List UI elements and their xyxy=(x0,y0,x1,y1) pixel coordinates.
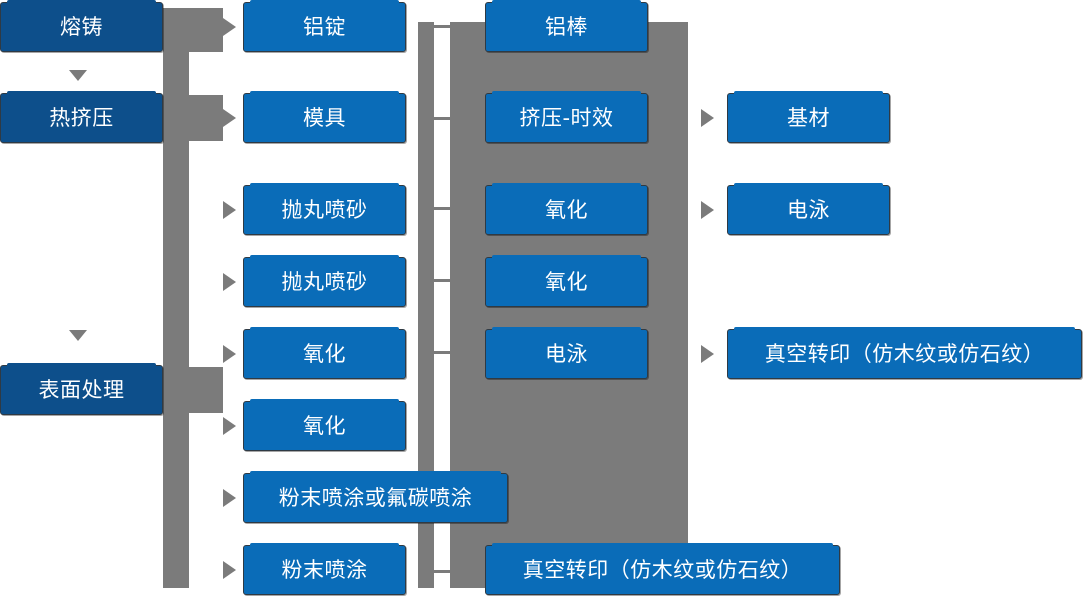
node-cap xyxy=(250,91,399,95)
tick-c3n3 xyxy=(434,207,450,210)
node-vacuum-transfer-col3[interactable]: 真空转印（仿木纹或仿石纹） xyxy=(485,543,840,595)
node-mould[interactable]: 模具 xyxy=(243,91,406,143)
node-cap xyxy=(7,0,156,4)
node-cap xyxy=(492,91,641,95)
arrow-to-c2n7 xyxy=(223,489,236,507)
node-cap xyxy=(492,255,641,259)
tick-c3n6 xyxy=(434,570,450,573)
node-label: 氧化 xyxy=(303,341,346,366)
node-label: 电泳 xyxy=(787,197,830,222)
arrow-to-c4n3 xyxy=(701,345,714,363)
arrow-to-c2n4 xyxy=(223,273,236,291)
connector-col1-node1-to-spine xyxy=(163,8,223,52)
arrow-to-c4n2 xyxy=(701,201,714,219)
node-cap xyxy=(492,0,641,4)
arrow-to-c2n3 xyxy=(223,201,236,219)
node-powder-or-fluorocarbon-coating[interactable]: 粉末喷涂或氟碳喷涂 xyxy=(243,471,508,523)
node-cap xyxy=(492,543,833,547)
arrow-down-melting-to-extrusion xyxy=(69,70,87,81)
node-cap xyxy=(492,327,641,331)
node-cap xyxy=(250,255,399,259)
node-oxidation-col3-1[interactable]: 氧化 xyxy=(485,183,648,235)
connector-col1-node3-to-spine xyxy=(163,367,223,413)
node-label: 挤压-时效 xyxy=(519,105,614,130)
node-aluminium-bar[interactable]: 铝棒 xyxy=(485,0,648,52)
arrow-to-c2n6 xyxy=(223,417,236,435)
connector-mid-rail-left xyxy=(418,22,434,588)
node-electrophoresis-col4[interactable]: 电泳 xyxy=(727,183,890,235)
arrow-to-c2n5 xyxy=(223,345,236,363)
node-base-material[interactable]: 基材 xyxy=(727,91,890,143)
arrow-down-extrusion-to-surface xyxy=(69,330,87,341)
node-label: 氧化 xyxy=(545,269,588,294)
node-cap xyxy=(7,363,156,367)
node-oxidation-col2-1[interactable]: 氧化 xyxy=(243,327,406,379)
node-label: 真空转印（仿木纹或仿石纹） xyxy=(522,557,803,582)
node-label: 电泳 xyxy=(545,341,588,366)
arrow-to-c2n8 xyxy=(223,561,236,579)
node-cap xyxy=(492,183,641,187)
tick-c3n2 xyxy=(434,117,450,120)
node-label: 基材 xyxy=(787,105,830,130)
arrow-to-c2n1 xyxy=(223,18,236,36)
node-cap xyxy=(250,327,399,331)
node-hot-extrusion[interactable]: 热挤压 xyxy=(0,91,163,143)
node-surface-treatment[interactable]: 表面处理 xyxy=(0,363,163,415)
node-aluminium-ingot[interactable]: 铝锭 xyxy=(243,0,406,52)
node-label: 氧化 xyxy=(303,413,346,438)
node-label: 铝棒 xyxy=(545,14,588,39)
node-cap xyxy=(250,471,501,475)
tick-c3n1 xyxy=(434,25,450,28)
node-cap xyxy=(734,91,883,95)
arrow-to-c4n1 xyxy=(701,109,714,127)
node-melting-casting[interactable]: 熔铸 xyxy=(0,0,163,52)
node-label: 表面处理 xyxy=(38,377,125,402)
connector-col1-node2-to-spine xyxy=(163,95,223,141)
tick-c3n4 xyxy=(434,279,450,282)
node-label: 铝锭 xyxy=(303,14,346,39)
node-cap xyxy=(7,91,156,95)
node-shot-blasting-1[interactable]: 抛丸喷砂 xyxy=(243,183,406,235)
node-label: 熔铸 xyxy=(60,14,103,39)
node-cap xyxy=(250,183,399,187)
node-cap xyxy=(250,0,399,4)
node-shot-blasting-2[interactable]: 抛丸喷砂 xyxy=(243,255,406,307)
tick-c3n5 xyxy=(434,351,450,354)
node-oxidation-col2-2[interactable]: 氧化 xyxy=(243,399,406,451)
node-vacuum-transfer-col4[interactable]: 真空转印（仿木纹或仿石纹） xyxy=(727,327,1082,379)
node-label: 抛丸喷砂 xyxy=(281,197,368,222)
arrow-to-c2n2 xyxy=(223,109,236,127)
node-label: 抛丸喷砂 xyxy=(281,269,368,294)
node-powder-coating[interactable]: 粉末喷涂 xyxy=(243,543,406,595)
node-label: 氧化 xyxy=(545,197,588,222)
node-label: 真空转印（仿木纹或仿石纹） xyxy=(764,341,1045,366)
node-label: 模具 xyxy=(303,105,346,130)
node-cap xyxy=(250,399,399,403)
node-extrusion-aging[interactable]: 挤压-时效 xyxy=(485,91,648,143)
node-label: 粉末喷涂 xyxy=(281,557,368,582)
node-cap xyxy=(734,327,1075,331)
node-label: 粉末喷涂或氟碳喷涂 xyxy=(278,485,473,510)
node-cap xyxy=(734,183,883,187)
node-oxidation-col3-2[interactable]: 氧化 xyxy=(485,255,648,307)
node-cap xyxy=(250,543,399,547)
node-label: 热挤压 xyxy=(49,105,114,130)
node-electrophoresis-col3[interactable]: 电泳 xyxy=(485,327,648,379)
